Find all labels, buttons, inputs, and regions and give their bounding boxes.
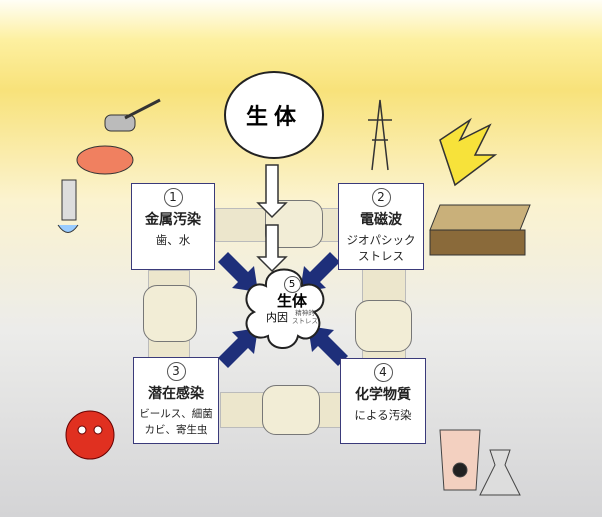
blue-arrow-icons [218, 252, 348, 368]
fist-bottom [262, 385, 320, 435]
factor-num: 2 [371, 188, 391, 207]
virus-illustration [65, 410, 115, 460]
center-title: 生体 [276, 292, 307, 310]
center-blob [245, 268, 325, 349]
factor-sub: ビールス、細菌 [139, 408, 213, 420]
factor-title: 金属汚染 [145, 212, 201, 228]
chemical-beaker-illustration [439, 429, 521, 496]
factor-num: 4 [373, 363, 393, 382]
factor-sub: ジオパシック [346, 233, 416, 247]
factor-sub: による汚染 [354, 408, 412, 422]
factor-box-chemical: 4 化学物質 による汚染 [340, 358, 426, 444]
factor-title: 化学物質 [355, 387, 411, 403]
factor-sub: ストレス [358, 249, 404, 263]
factor-box-metal: 1 金属汚染 歯、水 [131, 183, 215, 270]
factor-box-infection: 3 潜在感染 ビールス、細菌 カビ、寄生虫 [133, 357, 219, 444]
fist-right [355, 300, 412, 352]
fist-left [143, 285, 197, 342]
factor-box-electromagnetic: 2 電磁波 ジオパシック ストレス [338, 183, 424, 270]
top-organism-circle: 生体 [224, 71, 324, 159]
factor-title: 潜在感染 [148, 386, 204, 402]
tooth-faucet-illustration [57, 98, 161, 233]
center-internal: 内因 [266, 311, 288, 324]
center-organism: 5 生体 内因 精神的 ストレス [256, 276, 328, 336]
factor-num: 1 [163, 188, 183, 207]
center-stress-1: 精神的 [295, 309, 315, 317]
factor-sub: 歯、水 [155, 233, 191, 247]
factor-num: 3 [166, 362, 186, 381]
house-ground-illustration [429, 204, 531, 256]
factor-title: 電磁波 [360, 212, 402, 228]
power-tower-illustration [368, 99, 498, 187]
down-arrow-icon [256, 164, 288, 273]
factor-sub: カビ、寄生虫 [144, 424, 208, 436]
center-stress-2: ストレス [292, 317, 318, 325]
center-num: 5 [283, 276, 301, 293]
